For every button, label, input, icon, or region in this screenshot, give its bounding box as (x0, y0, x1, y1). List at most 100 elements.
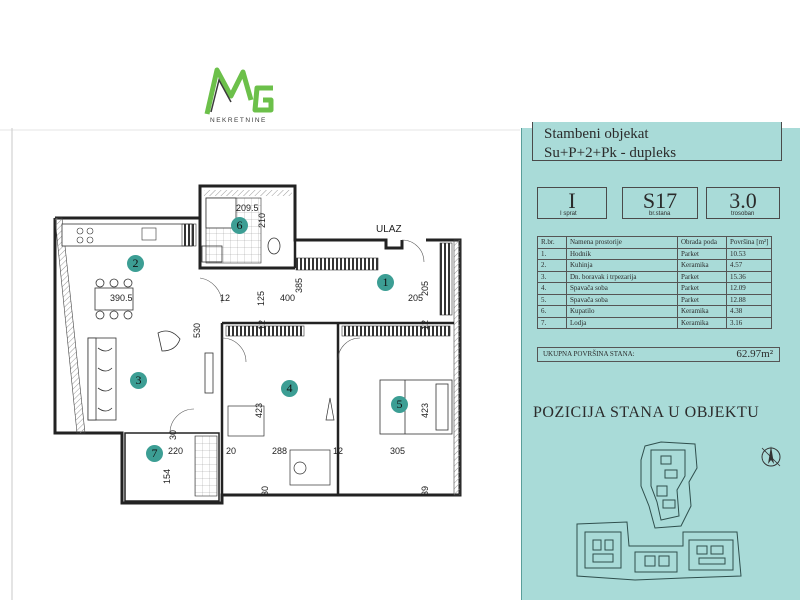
room-marker-2[interactable]: 2 (127, 255, 144, 272)
wardrobe-hall (295, 257, 379, 271)
dim-label: 288 (272, 446, 287, 456)
cell: Kuhinja (566, 259, 678, 272)
dim-label: 390.5 (110, 293, 133, 303)
building-floors: Su+P+2+Pk - dupleks (544, 145, 677, 161)
room-marker-4[interactable]: 4 (281, 380, 298, 397)
floor-value: I (568, 188, 576, 213)
apartment-value: S17 (642, 188, 678, 213)
table-row: 6. Kupatilo Keramika 4.38 (537, 305, 773, 318)
dim-label: 385 (294, 278, 304, 293)
total-area-row: UKUPNA POVRŠINA STANA: 62.97m² (537, 347, 780, 362)
dim-label: 400 (280, 293, 295, 303)
loggia (124, 432, 220, 502)
dim-label: 12 (220, 293, 230, 303)
position-title: POZICIJA STANA U OBJEKTU (533, 404, 760, 421)
dimension-labels: 209.5 210 390.5 12 125 385 400 205 205 1… (110, 203, 430, 496)
north-arrow-icon (761, 446, 781, 467)
dim-label: 20 (226, 446, 236, 456)
wardrobe-room5 (341, 325, 451, 337)
cell: Keramika (677, 259, 727, 272)
tv-unit (204, 352, 214, 394)
dim-label: 12 (333, 446, 343, 456)
rooms-box: 3.0 trosoban (706, 187, 780, 219)
table-row: 4. Spavača soba Parket 12.09 (537, 282, 773, 295)
cell: 15.36 (725, 270, 773, 283)
interior-walls (220, 240, 454, 495)
company-logo (204, 67, 274, 115)
building-type: Stambeni objekat (544, 126, 649, 142)
dim-label: 12 (420, 320, 430, 330)
apartment-box: S17 br.stana (622, 187, 698, 219)
wardrobe-room4 (225, 325, 305, 337)
logo-subtitle: NEKRETNINE (210, 117, 267, 124)
total-area-label: UKUPNA POVRŠINA STANA: (543, 350, 635, 358)
title-box (532, 122, 782, 161)
cell: Hodnik (566, 247, 678, 260)
floor-plan: 209.5 210 390.5 12 125 385 400 205 205 1… (0, 128, 520, 600)
rooms-label: trosoban (731, 211, 755, 217)
dim-label: 12 (257, 320, 267, 330)
cell: Spavača soba (566, 282, 678, 295)
room-marker-6[interactable]: 6 (231, 217, 248, 234)
hatched-wall-bath (204, 190, 292, 196)
dim-label: 154 (162, 469, 172, 484)
table-header-row: R.br. Namena prostorije Obrada poda Povr… (537, 236, 773, 249)
floor-box: I I sprat (537, 187, 607, 219)
hatched-wall-right (453, 239, 461, 496)
dim-label: 30 (168, 430, 178, 440)
header-purpose: Namena prostorije (566, 236, 678, 249)
cell: 2. (537, 259, 567, 272)
floor-label: I sprat (560, 211, 577, 217)
building-key-plan (576, 441, 742, 581)
table-row: 5. Spavača soba Parket 12.88 (537, 293, 773, 306)
cell: Keramika (677, 316, 727, 329)
dim-label: 30 (260, 486, 270, 496)
cell: 5. (537, 293, 567, 306)
header-area: Površina [m²] (725, 236, 773, 249)
hatched-wall-left (54, 217, 86, 434)
wardrobe-entry (439, 242, 453, 316)
armchair (157, 330, 181, 352)
cell: 4. (537, 282, 567, 295)
dim-label: 305 (390, 446, 405, 456)
cell: 4.38 (725, 305, 773, 318)
cell: 12.09 (725, 282, 773, 295)
cell: 12.88 (725, 293, 773, 306)
dim-label: 209.5 (236, 203, 259, 213)
dim-label: 423 (420, 403, 430, 418)
cell: 3. (537, 270, 567, 283)
cell: 6. (537, 305, 567, 318)
dim-label: 210 (257, 213, 267, 228)
entrance-label: ULAZ (376, 224, 402, 235)
table-row: 3. Dn. boravak i trpezarija Parket 15.36 (537, 270, 773, 283)
dining-table (94, 278, 134, 320)
cell: 7. (537, 316, 567, 329)
cell: Lodja (566, 316, 678, 329)
table-row: 1. Hodnik Parket 10.53 (537, 247, 773, 260)
door-swings (169, 239, 425, 434)
room-marker-1[interactable]: 1 (377, 274, 394, 291)
sofa (87, 337, 117, 421)
dim-label: 205 (408, 293, 423, 303)
room4-furniture (227, 397, 335, 486)
rooms-value: 3.0 (729, 188, 757, 213)
total-area-value: 62.97m² (736, 348, 773, 360)
cell: Dn. boravak i trpezarija (566, 270, 678, 283)
dim-label: 423 (254, 403, 264, 418)
cell: Spavača soba (566, 293, 678, 306)
room-marker-3[interactable]: 3 (130, 372, 147, 389)
cell: 1. (537, 247, 567, 260)
cell: Keramika (677, 305, 727, 318)
room-marker-5[interactable]: 5 (391, 396, 408, 413)
cell: Kupatilo (566, 305, 678, 318)
dim-label: 220 (168, 446, 183, 456)
dim-label: 39 (420, 486, 430, 496)
rooms-table: R.br. Namena prostorije Obrada poda Povr… (537, 236, 773, 329)
table-row: 2. Kuhinja Keramika 4.57 (537, 259, 773, 272)
dim-label: 205 (420, 281, 430, 296)
header-number: R.br. (537, 236, 567, 249)
table-row: 7. Lodja Keramika 3.16 (537, 316, 773, 329)
cell: Parket (677, 270, 727, 283)
dim-label: 530 (192, 323, 202, 338)
room-marker-7[interactable]: 7 (146, 445, 163, 462)
